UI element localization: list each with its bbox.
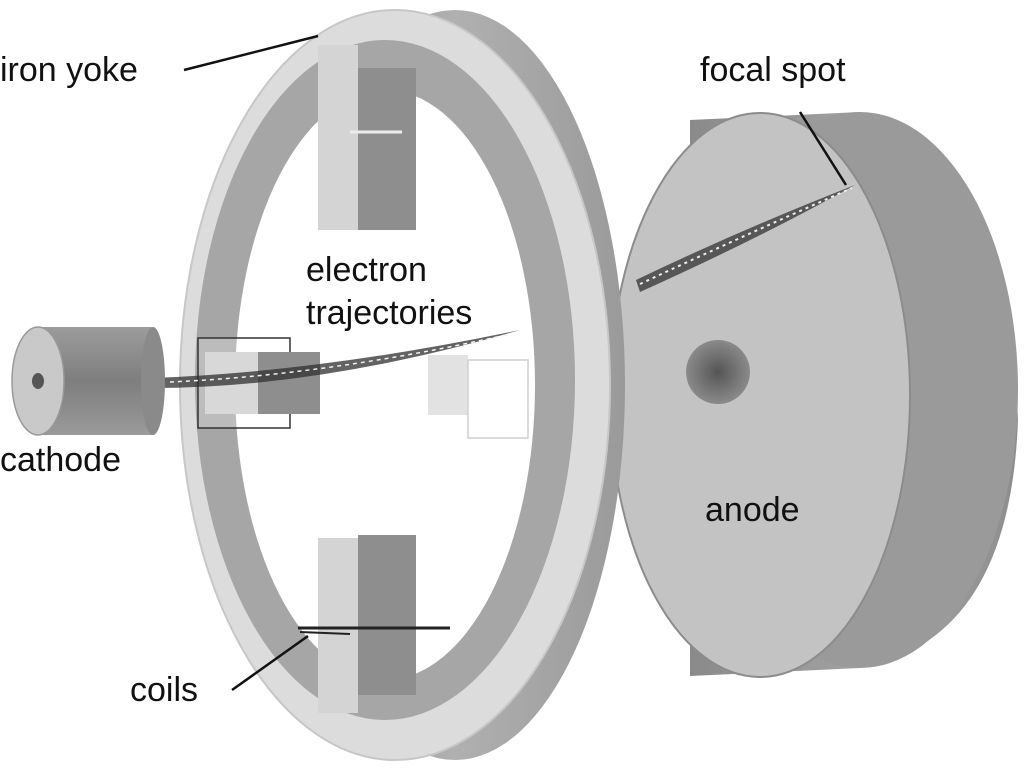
pole-top bbox=[318, 45, 416, 230]
anode-hole bbox=[686, 340, 750, 404]
label-anode: anode bbox=[705, 491, 800, 529]
anode-disc bbox=[609, 112, 1018, 678]
label-coils: coils bbox=[130, 671, 199, 709]
leader-iron-yoke bbox=[183, 34, 319, 72]
label-focal-spot: focal spot bbox=[700, 51, 846, 89]
electron-beam bbox=[152, 330, 520, 388]
label-electron: electron bbox=[306, 251, 427, 289]
label-trajectories: trajectories bbox=[306, 294, 473, 332]
leader-coils bbox=[231, 634, 309, 692]
leader-focal-spot bbox=[798, 111, 848, 186]
leader-lines bbox=[183, 34, 848, 692]
cathode-cylinder bbox=[11, 326, 165, 436]
pole-right bbox=[428, 355, 529, 439]
label-cathode: cathode bbox=[0, 441, 121, 479]
cathode-aperture bbox=[32, 373, 44, 389]
label-iron-yoke: iron yoke bbox=[0, 51, 138, 89]
pole-bottom bbox=[298, 535, 450, 713]
